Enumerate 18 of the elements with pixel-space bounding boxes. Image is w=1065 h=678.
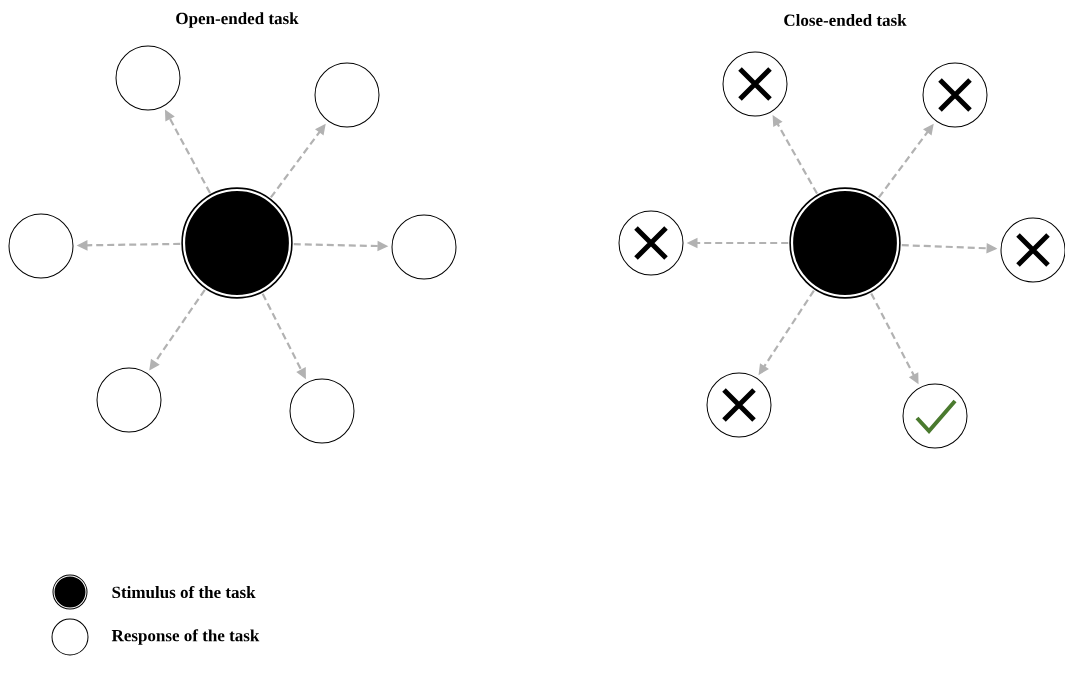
response-circle xyxy=(902,383,968,449)
response-circle xyxy=(1000,217,1065,283)
response-circle xyxy=(706,372,772,438)
response-circle xyxy=(391,214,457,280)
response-circle xyxy=(722,51,788,117)
legend-label: Response of the task xyxy=(111,629,260,645)
response-circle xyxy=(8,213,74,279)
stimulus-circle xyxy=(181,187,293,299)
legend-label: Stimulus of the task xyxy=(112,585,256,599)
response-circle xyxy=(922,62,988,128)
response-circle xyxy=(618,210,684,276)
response-circle xyxy=(96,367,162,433)
stimulus-circle xyxy=(789,187,901,299)
panel-title: Open-ended task xyxy=(176,12,299,28)
response-circle xyxy=(314,62,380,128)
response-circle xyxy=(289,378,355,444)
panel-title: Close-ended task xyxy=(784,14,907,26)
response-circle xyxy=(115,45,181,111)
